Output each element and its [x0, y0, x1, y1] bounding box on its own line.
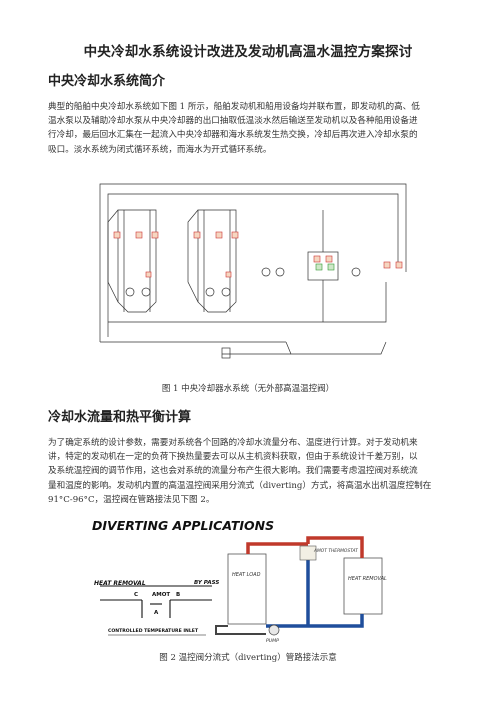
figure-1-schematic: [99, 183, 407, 359]
figure-2-caption: 图 2 温控阀分流式（diverting）管路接法示意: [159, 653, 337, 663]
intro-line: 温水泵以及辅助冷却水泵从中央冷却器的出口抽取低温淡水然后输送至发动机以及各种船用…: [48, 116, 418, 127]
flow-calc-line: 及系统温控阀的调节作用，这也会对系统的流量分布产生很大影响。我们需要考虑温控阀对…: [48, 466, 418, 477]
controlled-temp-inlet-label: CONTROLLED TEMPERATURE INLET: [108, 628, 199, 634]
intro-line: 行冷却，最后回水汇集在一起流入中央冷却器和海水系统发生热交换，冷却后再次进入冷却…: [48, 130, 418, 141]
port-b-label: B: [176, 592, 180, 598]
intro-paragraph: 典型的船舶中央冷却水系统如下图 1 所示，船舶发动机和船用设备均并联布置，即发动…: [48, 100, 450, 157]
amot-label: AMOT: [152, 592, 170, 598]
banner-text: DIVERTING APPLICATIONS: [92, 518, 274, 533]
flow-calc-line: 讲，特定的发动机在一定的负荷下换热量要去可以从主机资料获取，但由于系统设计千差万…: [48, 452, 418, 463]
heat-removal-box: [343, 557, 383, 615]
heat-removal-label: HEAT REMOVAL: [94, 580, 146, 587]
heat-load-label: HEAT LOAD: [232, 572, 261, 578]
port-a-label: A: [154, 610, 159, 616]
amot-thermostat-label: AMOT THERMOSTAT: [313, 548, 358, 554]
flow-calc-line: 为了确定系统的设计参数，需要对系统各个回路的冷却水流量分布、温度进行计算。对于发…: [48, 438, 418, 448]
flow-calc-line: 91°C-96°C，温控阀在管路接法见下图 2。: [48, 494, 215, 505]
pump-label: PUMP: [266, 638, 279, 644]
section-heading-intro: 中央冷却水系统简介: [48, 74, 166, 89]
flow-calc-paragraph: 为了确定系统的设计参数，需要对系统各个回路的冷却水流量分布、温度进行计算。对于发…: [48, 436, 450, 507]
document-title: 中央冷却水系统设计改进及发动机高温水温控方案探讨: [83, 44, 413, 60]
intro-line: 典型的船舶中央冷却水系统如下图 1 所示，船舶发动机和船用设备均并联布置，即发动…: [48, 102, 420, 112]
banner-box: [86, 514, 398, 536]
figure-2-diagram: DIVERTING APPLICATIONS HEAT REMOVAL AMOT…: [86, 514, 398, 644]
port-c-label: C: [134, 592, 138, 598]
bypass-label: BY PASS: [194, 580, 219, 586]
figure-1-caption: 图 1 中央冷却器水系统（无外部高温温控阀）: [161, 384, 335, 394]
pump-icon: [268, 624, 280, 636]
heat-removal-box-label: HEAT REMOVAL: [348, 576, 387, 582]
flow-calc-line: 量和温度的影响。发动机内置的高温温控阀采用分流式（diverting）方式，将高…: [48, 480, 432, 491]
intro-line: 吸口。淡水系统为闭式循环系统，而海水为开式循环系统。: [48, 144, 272, 155]
section-heading-flow-calc: 冷却水流量和热平衡计算: [48, 410, 192, 425]
heat-load-box: [227, 553, 267, 625]
